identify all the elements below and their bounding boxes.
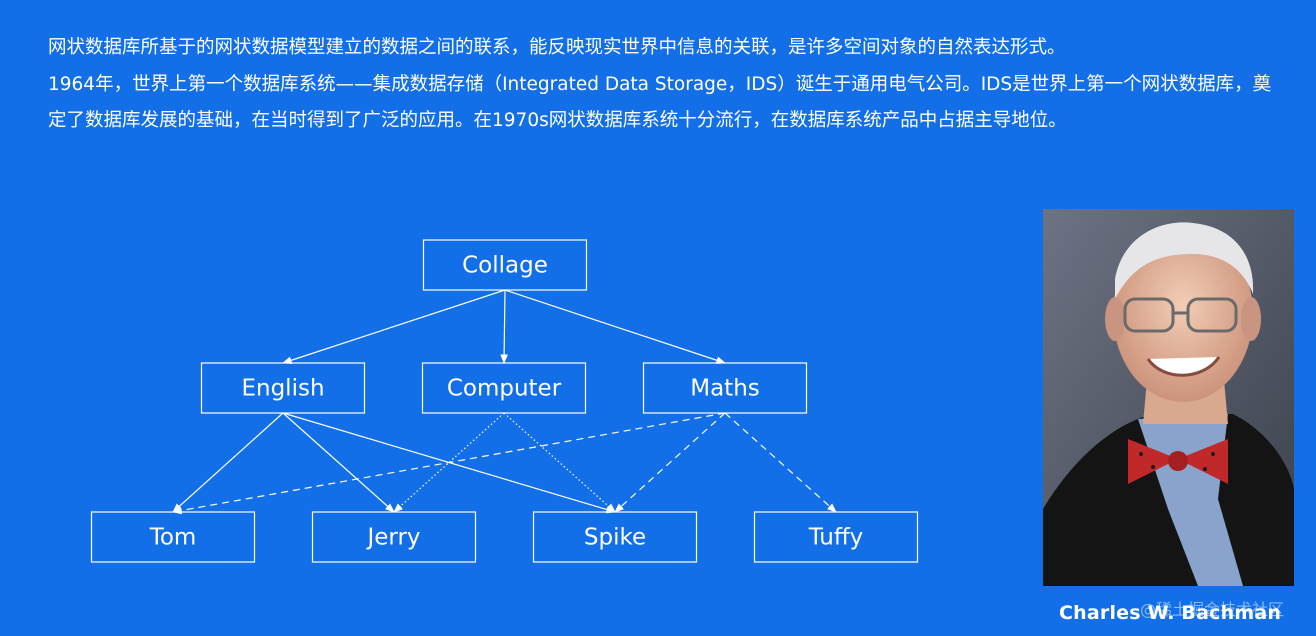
node-label-jerry: Jerry	[365, 525, 420, 551]
node-label-spike: Spike	[584, 525, 646, 551]
edge-computer-jerry	[393, 412, 505, 513]
edge-collage-maths	[504, 289, 726, 364]
edge-collage-english	[282, 289, 506, 364]
node-label-english: English	[241, 376, 324, 402]
node-box-spike	[532, 511, 698, 563]
portrait-caption: Charles W. Bachman	[1059, 602, 1282, 624]
node-box-computer	[421, 362, 587, 414]
node-box-jerry	[311, 511, 477, 563]
edges-layer	[172, 289, 837, 515]
edge-english-jerry	[282, 412, 395, 513]
node-tuffy: Tuffy	[753, 511, 919, 563]
node-label-computer: Computer	[447, 376, 562, 402]
edge-computer-spike	[503, 412, 616, 513]
node-label-collage: Collage	[462, 253, 548, 279]
node-collage: Collage	[422, 239, 588, 291]
portrait-photo	[1043, 209, 1294, 586]
portrait-illustration	[1043, 209, 1294, 586]
node-label-maths: Maths	[690, 376, 760, 402]
node-box-english	[200, 362, 366, 414]
edge-english-tom	[172, 412, 284, 513]
node-label-tom: Tom	[149, 525, 197, 551]
node-tom: Tom	[90, 511, 256, 563]
node-spike: Spike	[532, 511, 698, 563]
node-jerry: Jerry	[311, 511, 477, 563]
intro-text: 网状数据库所基于的网状数据模型建立的数据之间的联系，能反映现实世界中信息的关联，…	[48, 30, 1280, 140]
intro-paragraph-2: 1964年，世界上第一个数据库系统——集成数据存储（Integrated Dat…	[48, 73, 1272, 132]
node-box-tuffy	[753, 511, 919, 563]
watermark: @稀土掘金技术社区	[1140, 600, 1285, 619]
node-english: English	[200, 362, 366, 414]
node-computer: Computer	[421, 362, 587, 414]
edge-collage-computer	[500, 289, 508, 364]
edge-maths-tuffy	[724, 412, 837, 513]
edge-maths-tom	[172, 412, 726, 515]
edge-maths-spike	[614, 412, 726, 513]
node-box-tom	[90, 511, 256, 563]
node-maths: Maths	[642, 362, 808, 414]
node-box-collage	[422, 239, 588, 291]
intro-paragraph-1: 网状数据库所基于的网状数据模型建立的数据之间的联系，能反映现实世界中信息的关联，…	[48, 37, 1066, 58]
node-label-tuffy: Tuffy	[808, 525, 864, 551]
node-box-maths	[642, 362, 808, 414]
